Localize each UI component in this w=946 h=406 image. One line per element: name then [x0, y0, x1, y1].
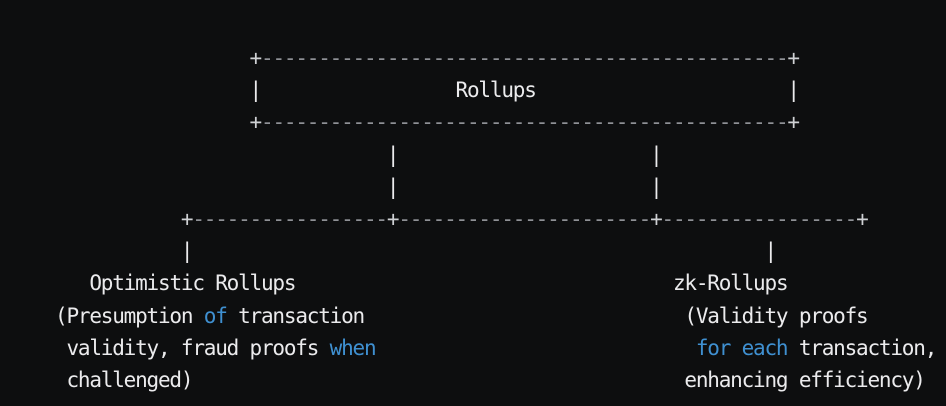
- diagram-text-segment: (Presumption: [55, 303, 204, 328]
- diagram-dash-line: -----------------: [192, 207, 388, 232]
- diagram-text-segment: zk-Rollups: [672, 271, 789, 296]
- diagram-text-segment: +: [249, 110, 263, 135]
- diagram-text-segment: +: [180, 207, 194, 232]
- ascii-diagram: +---------------------------------------…: [55, 42, 938, 396]
- diagram-dash-line: -----------------: [661, 207, 858, 232]
- diagram-text-segment: +: [787, 46, 800, 70]
- diagram-text-segment: |: [386, 174, 400, 199]
- diagram-text-segment: |: [386, 142, 400, 167]
- diagram-text-segment: |: [180, 239, 194, 264]
- diagram-text-segment: validity, fraud proofs: [55, 335, 330, 360]
- diagram-text-segment: |: [650, 142, 663, 167]
- diagram-text-segment: +: [386, 207, 400, 232]
- diagram-text-segment: enhancing efficiency): [684, 368, 926, 393]
- diagram-text-segment: when: [329, 335, 377, 360]
- diagram-text-segment: +: [856, 207, 869, 232]
- diagram-dash-line: ----------------------------------------…: [261, 110, 789, 135]
- diagram-text-segment: transaction,: [787, 335, 938, 360]
- diagram-text-segment: (Validity proofs: [684, 303, 868, 328]
- diagram-text-segment: challenged): [55, 368, 193, 393]
- diagram-text-segment: +: [787, 110, 800, 135]
- diagram-text-segment: |: [787, 78, 800, 103]
- diagram-text-segment: Rollups: [455, 78, 537, 103]
- diagram-text-segment: for each: [695, 335, 789, 360]
- diagram-dash-line: ----------------------------------------…: [261, 46, 789, 70]
- diagram-text-segment: Optimistic Rollups: [89, 271, 296, 296]
- diagram-text-segment: +: [249, 46, 263, 70]
- diagram-text-segment: |: [650, 174, 663, 199]
- diagram-text-segment: |: [764, 239, 777, 264]
- diagram-text-segment: |: [249, 78, 263, 103]
- diagram-dash-line: ----------------------: [398, 207, 651, 232]
- diagram-text-segment: transaction: [226, 303, 365, 328]
- diagram-text-segment: of: [203, 303, 228, 328]
- diagram-text-segment: +: [650, 207, 663, 232]
